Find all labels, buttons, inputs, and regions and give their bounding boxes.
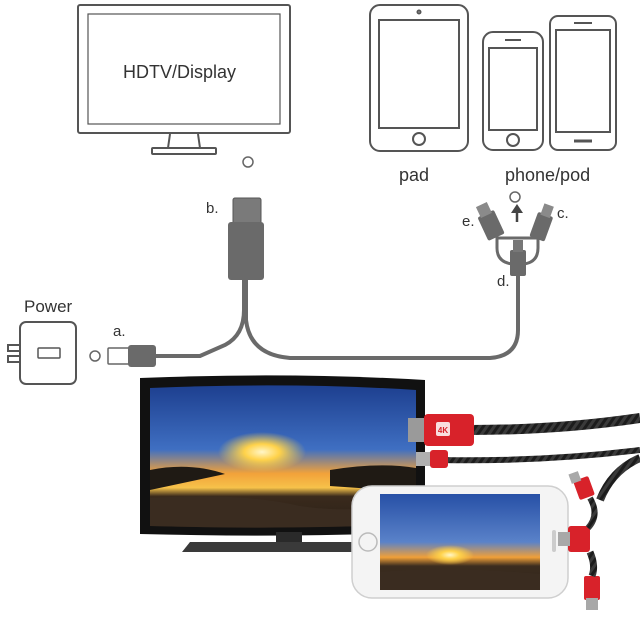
port-dot-icon [89, 350, 101, 362]
connector-label-b: b. [206, 200, 219, 217]
hdtv-display-icon [77, 4, 291, 155]
pad-label: pad [399, 165, 430, 185]
smartphone-photo [351, 485, 569, 599]
connector-label-c: c. [557, 205, 569, 222]
port-dot-icon [509, 191, 521, 203]
connector-label-d: d. [497, 273, 510, 290]
port-dot-icon [242, 156, 254, 168]
connector-label-a: a. [113, 323, 126, 340]
hdtv-label: HDTV/Display [123, 62, 237, 82]
connector-brand-text: 4K [438, 426, 448, 435]
red-3in1-connector-photo [558, 471, 600, 610]
hdmi-plug-icon [228, 197, 264, 280]
power-label: Power [24, 297, 73, 316]
connector-label-e: e. [462, 213, 475, 230]
usb-plug-icon [107, 345, 156, 367]
phone-icon [482, 31, 544, 151]
power-adapter-icon [7, 321, 77, 385]
red-usb-connector-photo [416, 450, 448, 468]
tablet-icon [369, 4, 469, 152]
braided-cable-photo [439, 413, 640, 502]
phone-label: phone/pod [505, 165, 591, 185]
curved-tv-photo [140, 375, 425, 552]
android-phone-icon [549, 15, 617, 151]
red-hdmi-connector-photo: 4K [408, 414, 474, 446]
three-in-one-connector-icon [475, 202, 554, 276]
y-splitter-cable [153, 268, 520, 360]
up-arrow-icon [511, 204, 523, 222]
